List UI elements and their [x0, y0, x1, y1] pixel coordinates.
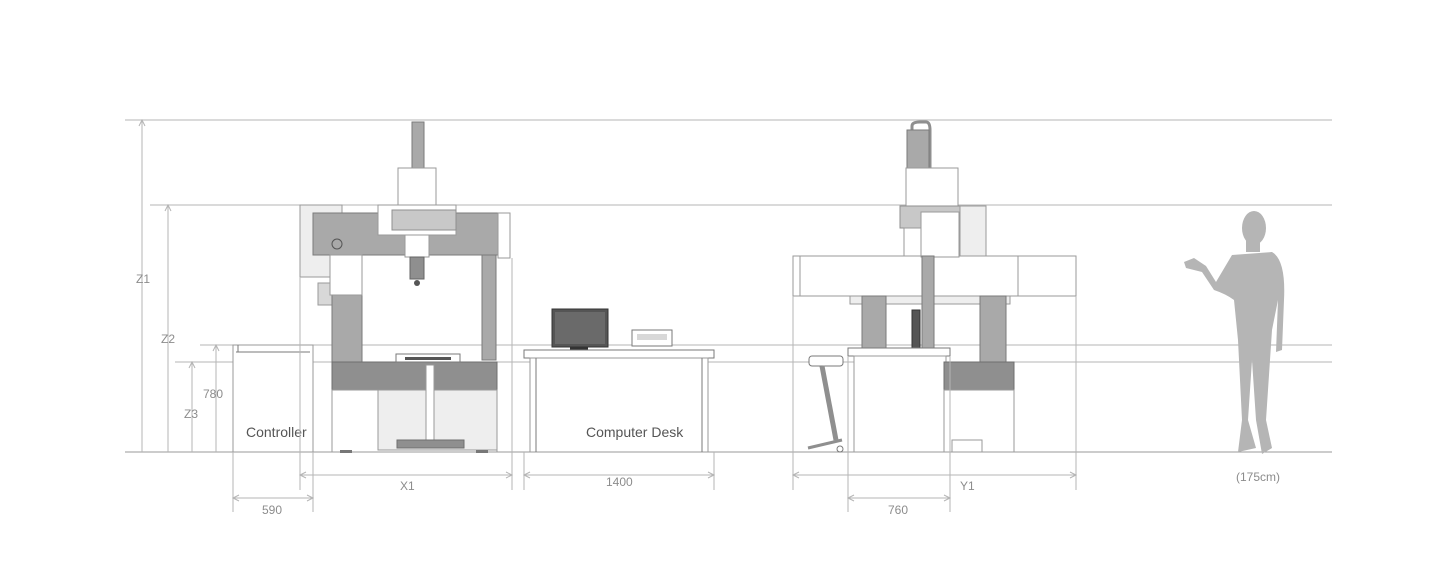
z1-label: Z1	[136, 272, 150, 286]
vertical-dimensions: Z1 Z2 Z3 780	[136, 118, 223, 452]
y1-label: Y1	[960, 479, 975, 493]
person-height-label: (175cm)	[1236, 470, 1280, 484]
person-silhouette: (175cm)	[1184, 211, 1285, 484]
z3-label: Z3	[184, 407, 198, 421]
z2-label: Z2	[161, 332, 175, 346]
controller-cabinet: Controller	[232, 344, 314, 453]
horizontal-dimensions: X1 1400 590 Y1 760	[231, 452, 1078, 517]
computer-desk-label: Computer Desk	[586, 424, 684, 440]
width-1400-label: 1400	[606, 475, 633, 489]
computer-desk: Computer Desk	[523, 308, 715, 490]
controller-label: Controller	[246, 424, 307, 440]
cmm-front-view	[299, 121, 513, 490]
cmm-side-view	[792, 120, 1077, 512]
width-590-label: 590	[262, 503, 282, 517]
x1-label: X1	[400, 479, 415, 493]
height-780-label: 780	[203, 387, 223, 401]
width-760-label: 760	[888, 503, 908, 517]
